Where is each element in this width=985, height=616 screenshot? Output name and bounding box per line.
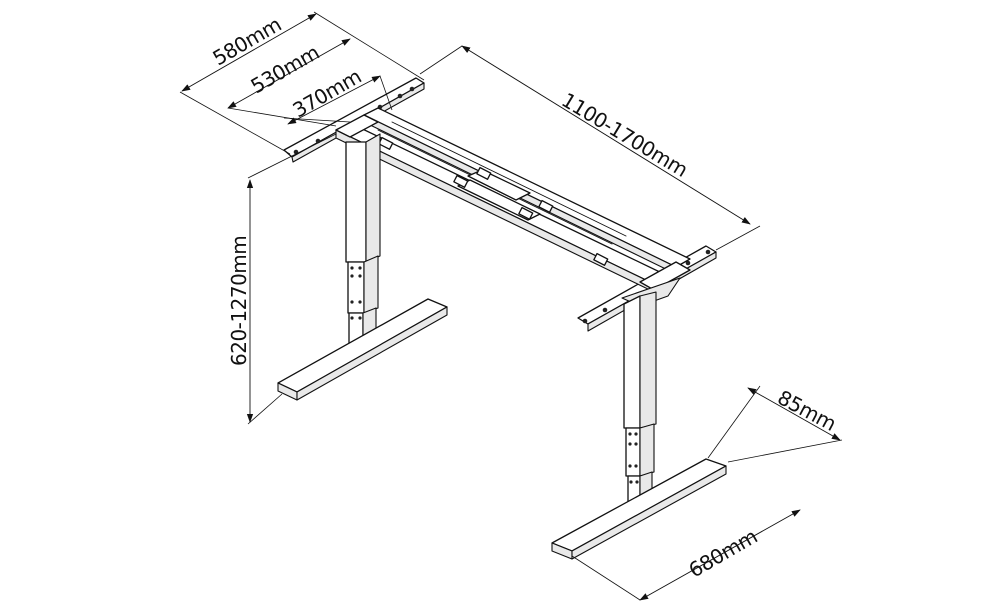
left-foot — [277, 298, 448, 401]
right-leg — [623, 291, 657, 511]
dim-line-85 — [747, 387, 841, 441]
dim-label-85: 85mm — [774, 385, 840, 435]
dim-line-370 — [287, 75, 381, 125]
dim-label-frame-width: 1100-1700mm — [557, 88, 691, 182]
dim-label-680: 680mm — [685, 524, 762, 582]
right-end-plate — [639, 261, 691, 291]
left-leg — [345, 133, 381, 351]
extension-lines — [179, 11, 843, 601]
dim-line-frame-width — [461, 45, 751, 225]
dim-label-height: 620-1270mm — [227, 236, 251, 366]
dim-line-530 — [227, 38, 351, 109]
dim-line-680 — [639, 509, 801, 601]
